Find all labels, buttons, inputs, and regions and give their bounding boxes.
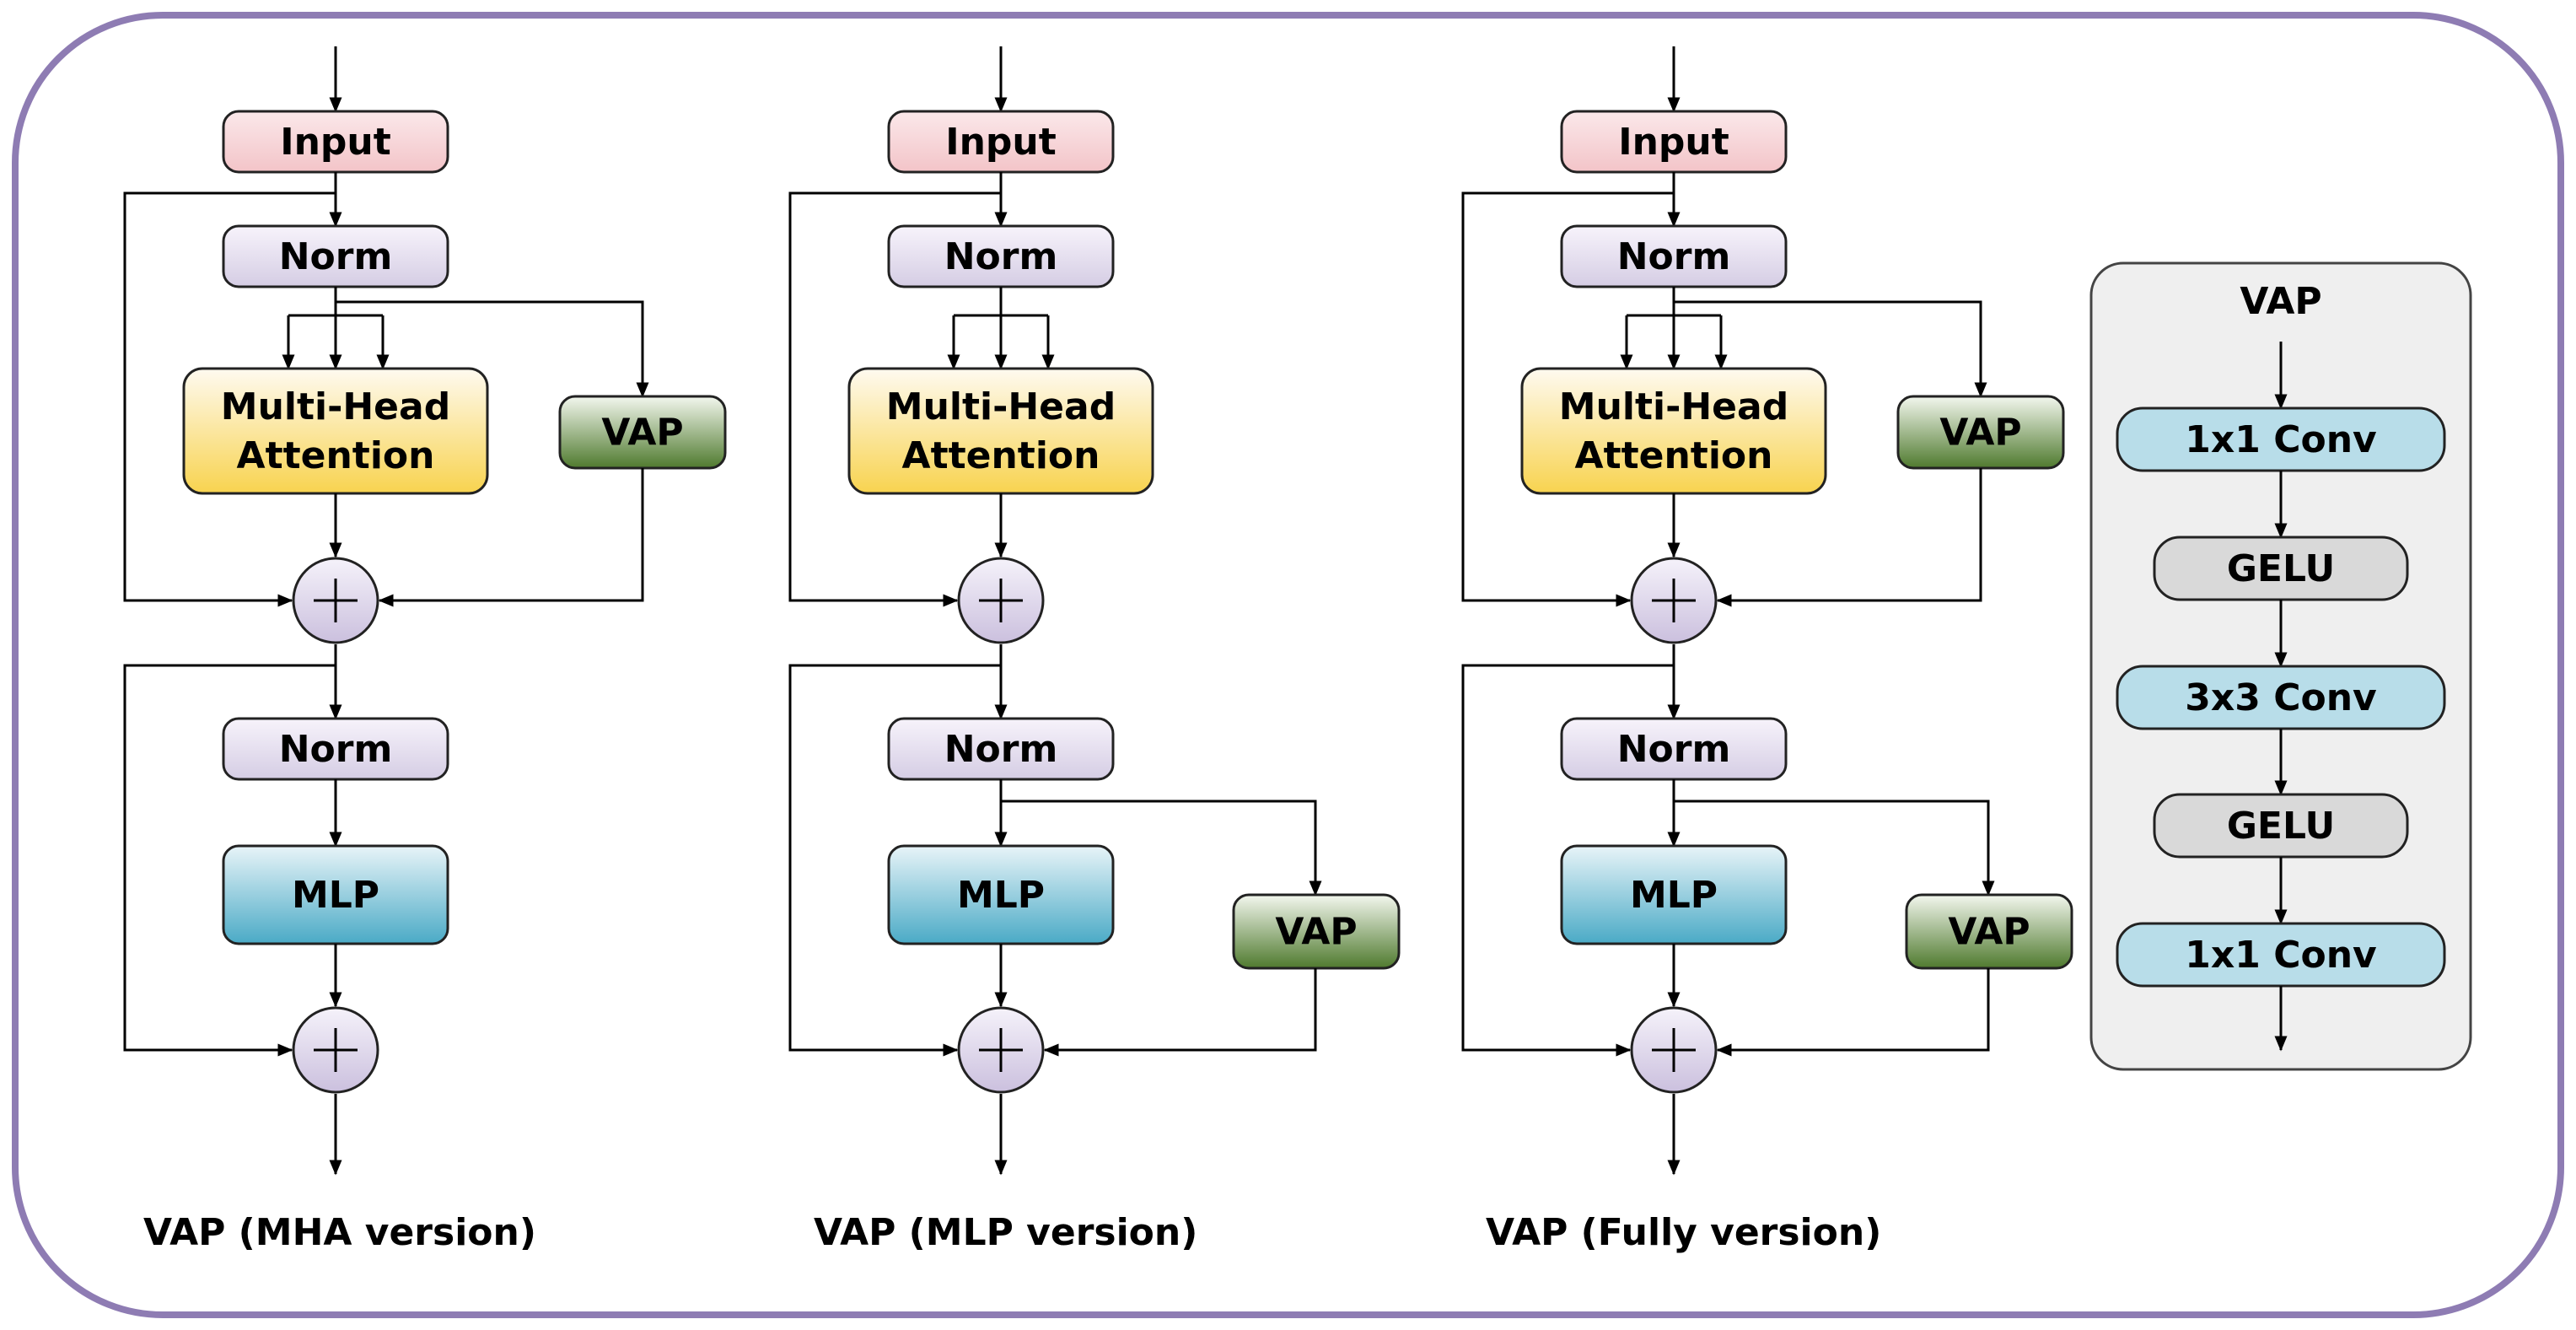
norm-box-label: Norm <box>1617 235 1731 278</box>
multi-head-attention-box-label: Attention <box>237 434 435 477</box>
input-box-label: Input <box>945 121 1057 164</box>
norm-box-label: Norm <box>279 235 393 278</box>
vap-layer-3: 3x3 Conv <box>2116 665 2446 730</box>
vap-layer-4: GELU <box>2153 793 2409 859</box>
add-node-1 <box>292 557 379 644</box>
add-node-1 <box>1630 557 1718 644</box>
input-box-label: Input <box>1618 121 1729 164</box>
vap-layer-5: 1x1 Conv <box>2116 922 2446 988</box>
input-box: Input <box>1560 110 1788 174</box>
vap-layer-1-label: 1x1 Conv <box>2185 418 2377 461</box>
norm-box-2: Norm <box>887 717 1115 781</box>
vap-box-mlp: VAP <box>1232 893 1401 970</box>
vap-box-attention: VAP <box>1896 395 2065 470</box>
multi-head-attention-box-label: Multi-Head <box>1559 385 1788 428</box>
vap-box-mlp-label: VAP <box>1275 911 1357 954</box>
input-box-label: Input <box>280 121 391 164</box>
vap-layer-5-label: 1x1 Conv <box>2185 934 2377 977</box>
outer-frame <box>12 12 2564 1318</box>
mlp-box: MLP <box>887 844 1115 945</box>
multi-head-attention-box-label: Attention <box>902 434 1100 477</box>
mlp-box-label: MLP <box>292 874 379 917</box>
vap-box-attention: VAP <box>558 395 727 470</box>
caption-fully-version: VAP (Fully version) <box>1486 1211 1881 1254</box>
vap-box-attention-label: VAP <box>1939 412 2021 455</box>
norm-box: Norm <box>887 224 1115 288</box>
vap-box-mlp: VAP <box>1905 893 2073 970</box>
vap-layer-2: GELU <box>2153 536 2409 601</box>
add-node-1 <box>957 557 1045 644</box>
add-node-2 <box>292 1006 379 1094</box>
norm-box-2-label: Norm <box>1617 728 1731 771</box>
norm-box-2-label: Norm <box>944 728 1058 771</box>
column-fully-version: InputNormMulti-HeadAttentionVAPNormMLPVA… <box>1461 46 2073 1176</box>
vap-detail-title: VAP <box>2240 280 2321 323</box>
norm-box: Norm <box>1560 224 1788 288</box>
caption-mha-version: VAP (MHA version) <box>143 1211 536 1254</box>
mlp-box: MLP <box>1560 844 1788 945</box>
norm-box-2: Norm <box>222 717 449 781</box>
norm-box-2-label: Norm <box>279 728 393 771</box>
caption-mlp-version: VAP (MLP version) <box>814 1211 1197 1254</box>
input-box: Input <box>887 110 1115 174</box>
vap-layer-4-label: GELU <box>2227 805 2335 848</box>
add-node-2 <box>1630 1006 1718 1094</box>
multi-head-attention-box-label: Multi-Head <box>886 385 1116 428</box>
norm-box: Norm <box>222 224 449 288</box>
multi-head-attention-box-label: Attention <box>1575 434 1773 477</box>
add-node-2 <box>957 1006 1045 1094</box>
vap-layer-2-label: GELU <box>2227 547 2335 590</box>
mlp-box: MLP <box>222 844 449 945</box>
vap-layer-3-label: 3x3 Conv <box>2185 676 2377 719</box>
norm-box-label: Norm <box>944 235 1058 278</box>
mlp-box-label: MLP <box>1630 874 1718 917</box>
norm-box-2: Norm <box>1560 717 1788 781</box>
input-box: Input <box>222 110 449 174</box>
vap-box-attention-label: VAP <box>601 412 683 455</box>
multi-head-attention-box-label: Multi-Head <box>221 385 450 428</box>
mlp-box-label: MLP <box>957 874 1045 917</box>
vap-layer-1: 1x1 Conv <box>2116 407 2446 472</box>
vap-box-mlp-label: VAP <box>1948 911 2030 954</box>
